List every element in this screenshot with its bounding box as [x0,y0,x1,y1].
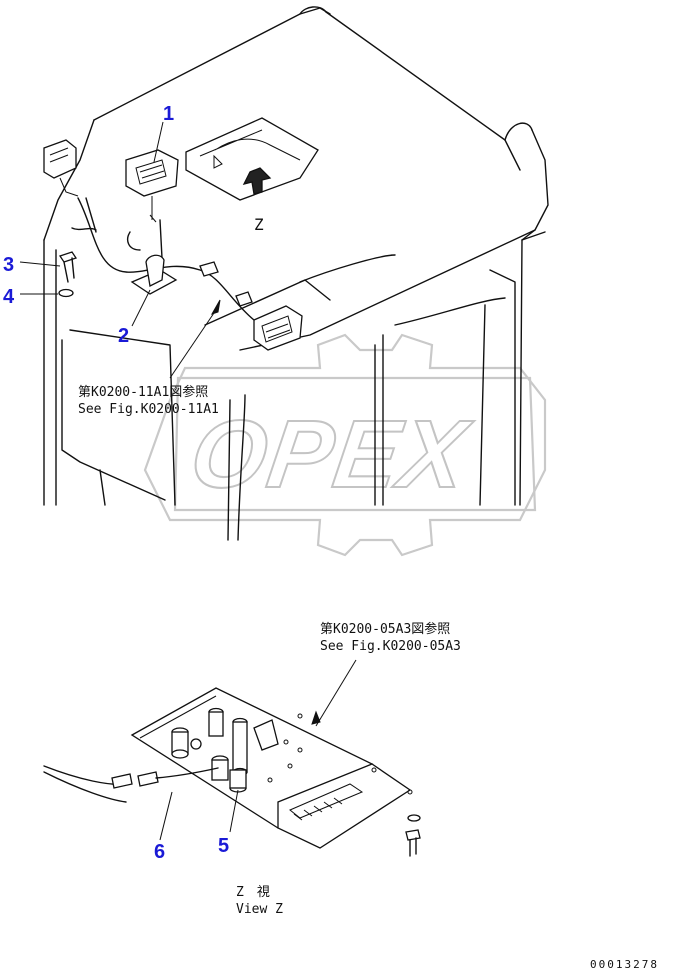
valve-group [171,707,303,793]
leader-lines [19,121,357,841]
plate-ref-jp: 第K0200-05A3図参照 [320,621,450,637]
work-lamp-right [253,305,303,351]
cab-body [43,6,549,541]
cab-ref-jp: 第K0200-11A1図参照 [78,384,208,400]
inset-bracket: Z [185,117,319,234]
callout-5: 5 [218,835,229,857]
watermark: OPEX [143,333,547,557]
view-title-en: View Z [236,902,283,917]
watermark-text: OPEX [185,401,478,507]
view-z-plate [43,687,421,857]
callout-6: 6 [154,841,165,863]
view-title-jp: Z 視 [236,885,270,900]
cab-ref-en: See Fig.K0200-11A1 [78,402,219,417]
callout-2: 2 [118,325,129,347]
reference-notes: 第K0200-11A1図参照 See Fig.K0200-11A1 第K0200… [78,384,659,971]
view-marker-z: Z [254,215,264,234]
callouts: 1 2 3 4 5 6 [3,103,229,863]
work-lamp-1 [125,149,179,223]
watermark-gear [143,333,547,557]
callout-4: 4 [3,286,15,308]
lamp-assembly [43,139,303,351]
callout-3: 3 [3,254,14,276]
plate-ref-en: See Fig.K0200-05A3 [320,639,461,654]
washer-4 [58,288,74,298]
callout-1: 1 [163,103,174,125]
work-lamp-left [43,139,79,197]
bolt-3 [58,251,78,283]
drawing-number: 00013278 [590,958,659,971]
